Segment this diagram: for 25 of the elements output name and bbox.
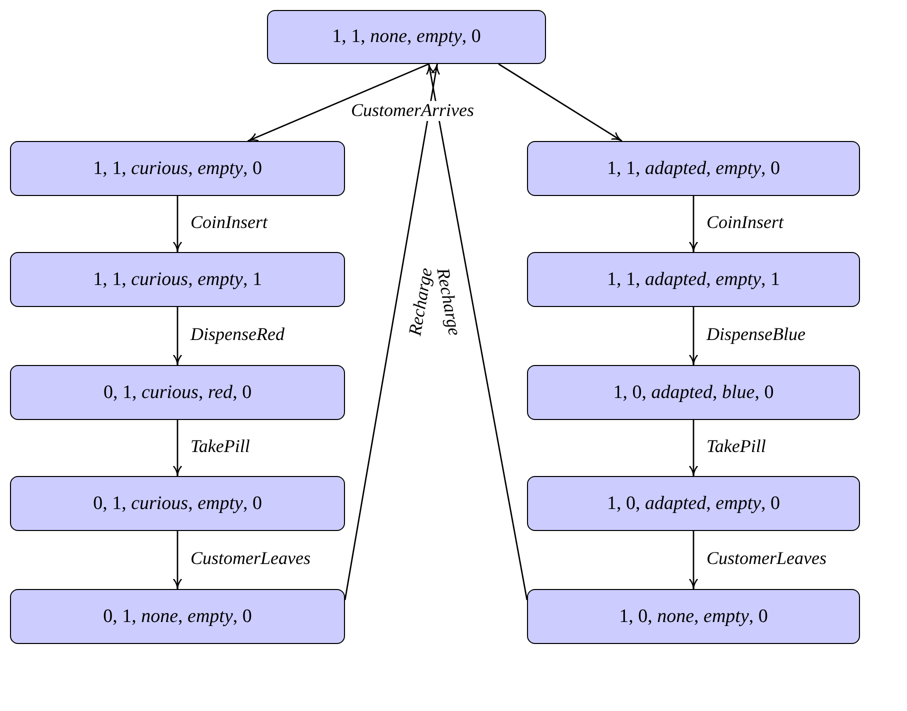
state-box — [527, 141, 860, 196]
state-box — [527, 252, 860, 307]
state-box — [10, 252, 345, 307]
transition-label: CustomerArrives — [350, 101, 475, 121]
state-text: 0, 1, curious, red, 0 — [103, 382, 252, 404]
state-box — [527, 365, 860, 420]
state-text: 1, 1, curious, empty, 1 — [93, 268, 262, 290]
edge-label: DispenseBlue — [706, 325, 806, 345]
state-box — [10, 589, 345, 644]
edge-label: DispenseRed — [190, 325, 286, 345]
state-text: 1, 0, adapted, empty, 0 — [606, 492, 780, 514]
state-box — [10, 141, 345, 196]
state-text: 1, 1, adapted, empty, 1 — [606, 268, 780, 290]
state-text: 1, 1, adapted, empty, 0 — [606, 158, 780, 180]
state-box — [527, 589, 860, 644]
state-text: 0, 1, none, empty, 0 — [103, 606, 252, 628]
state-text: 1, 0, none, empty, 0 — [619, 606, 768, 628]
state-box — [10, 365, 345, 420]
state-text: 1, 1, none, empty, 0 — [332, 26, 481, 48]
state-text: 0, 1, curious, empty, 0 — [93, 492, 262, 514]
state-text: 1, 0, adapted, blue, 0 — [613, 382, 774, 404]
state-box — [527, 476, 860, 531]
state-text: 1, 1, curious, empty, 0 — [93, 158, 262, 180]
state-box — [10, 476, 345, 531]
state-box — [267, 10, 546, 64]
